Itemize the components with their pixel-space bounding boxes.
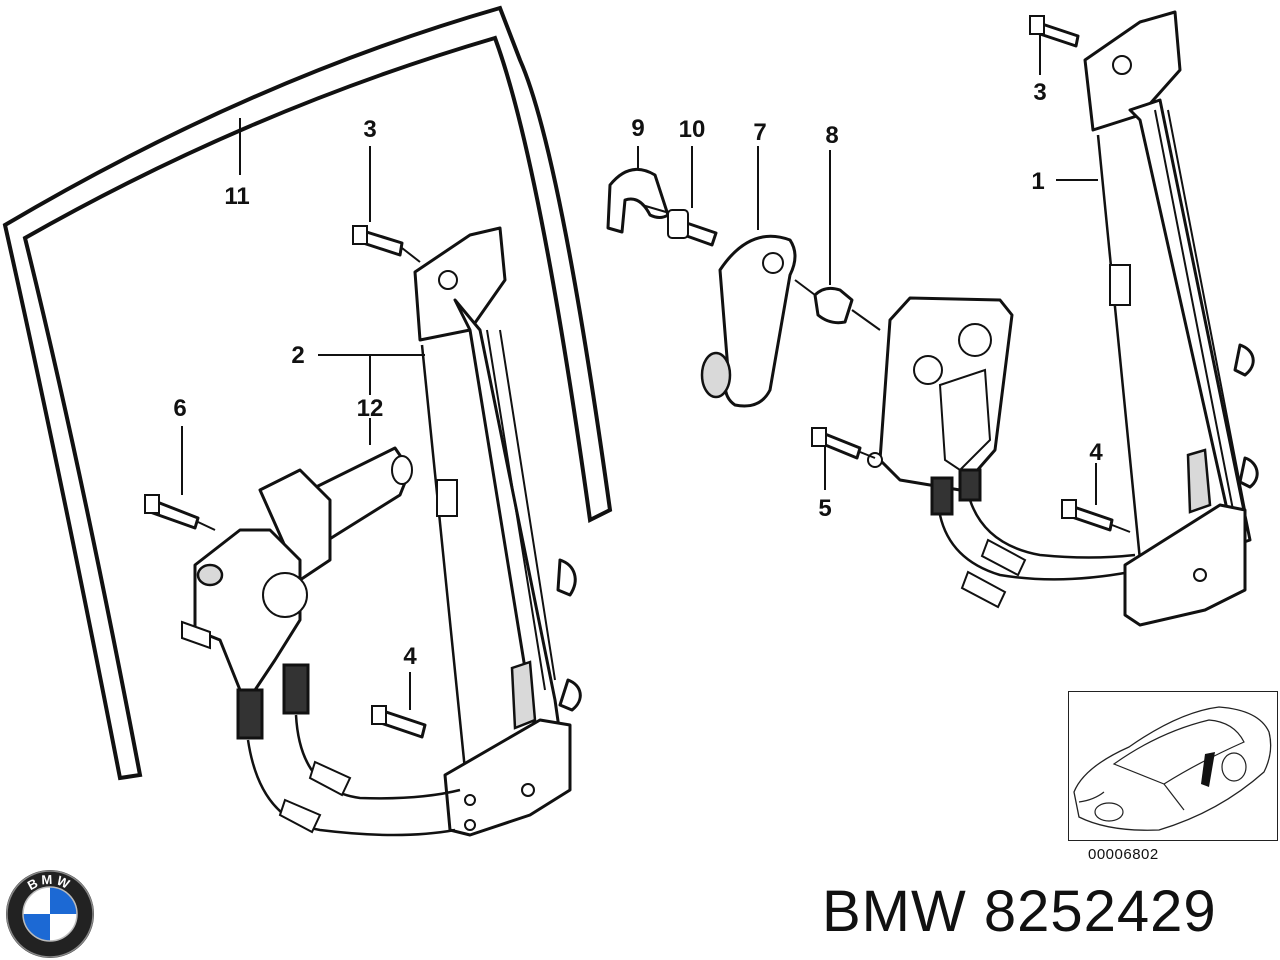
center-bolts bbox=[811, 15, 1114, 532]
callout-7: 7 bbox=[753, 119, 766, 146]
center-small-parts bbox=[606, 167, 881, 408]
callout-5: 5 bbox=[818, 495, 831, 522]
callout-4-right: 4 bbox=[1089, 439, 1103, 466]
callout-6: 6 bbox=[173, 395, 186, 422]
bmw-roundel-logo: BMW bbox=[6, 870, 94, 958]
callout-9: 9 bbox=[631, 115, 644, 142]
left-bolts bbox=[144, 225, 427, 739]
left-motor-assembly bbox=[181, 446, 461, 837]
svg-text:BMW: BMW bbox=[25, 872, 75, 893]
callout-1: 1 bbox=[1031, 168, 1044, 195]
reference-code: 00006802 bbox=[1088, 846, 1159, 863]
glass-run-frame bbox=[2, 5, 613, 781]
part-number: 8252429 bbox=[983, 879, 1217, 944]
brand-part-number: BMW 8252429 bbox=[822, 878, 1217, 945]
callout-2: 2 bbox=[291, 342, 304, 369]
callout-4-left: 4 bbox=[403, 643, 417, 670]
left-regulator-rail bbox=[413, 226, 582, 837]
leader-lines bbox=[181, 34, 1131, 710]
callout-3-right: 3 bbox=[1033, 79, 1046, 106]
brand-make: BMW bbox=[822, 879, 967, 944]
callout-8: 8 bbox=[825, 122, 838, 149]
right-regulator-rail bbox=[1083, 10, 1259, 627]
callout-11: 11 bbox=[224, 183, 249, 210]
callout-3-left: 3 bbox=[363, 116, 376, 143]
callout-10: 10 bbox=[679, 116, 706, 143]
center-gearbox bbox=[867, 296, 1136, 609]
callout-12: 12 bbox=[357, 395, 384, 422]
car-silhouette-icon bbox=[1073, 706, 1272, 831]
reference-thumbnail bbox=[1068, 691, 1278, 841]
